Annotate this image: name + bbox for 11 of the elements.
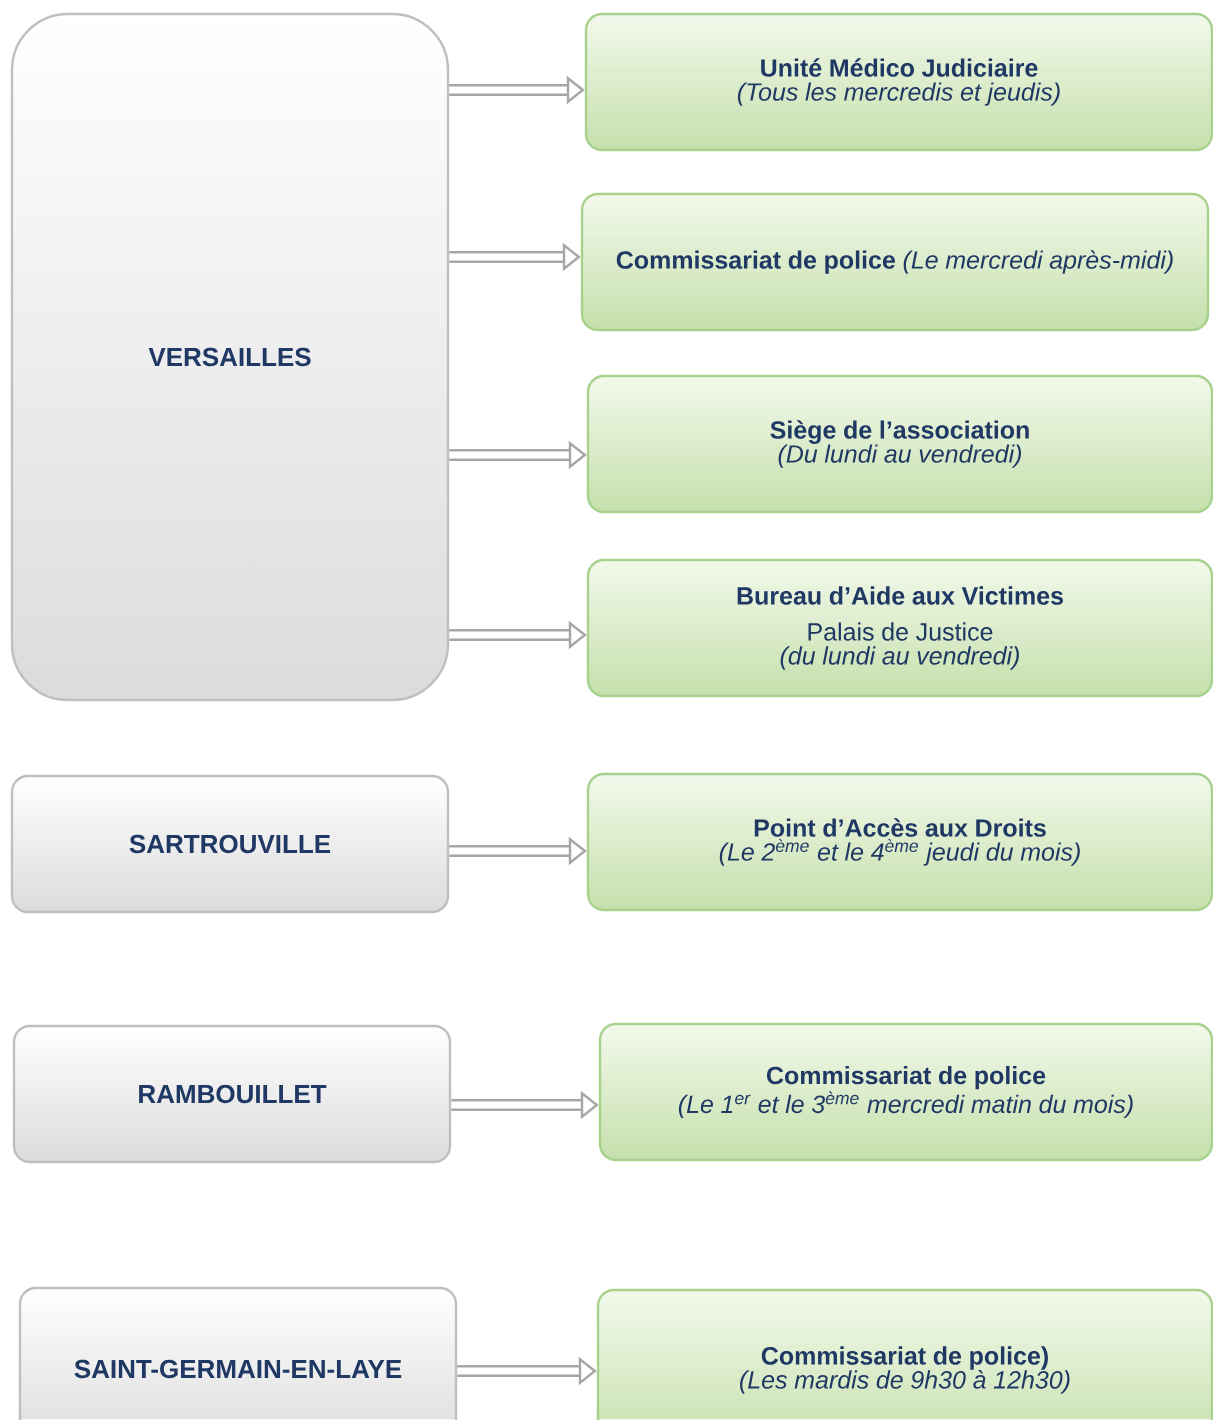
location-box: Commissariat de police) (Les mardis de 9h30 à 12h30) (596, 1288, 1213, 1420)
location-box: Unité Médico Judiciaire (Tous les mercredis et jeudis) (584, 12, 1213, 152)
city-box: SAINT-GERMAIN-EN-LAYE (18, 1286, 458, 1420)
location-box: Siège de l’association (Du lundi au vendredi) (586, 374, 1213, 514)
city-box: VERSAILLES (10, 12, 450, 702)
city-box: RAMBOUILLET (12, 1024, 452, 1164)
location-box: Bureau d’Aide aux Victimes Palais de Justice (du lundi au vendredi) (586, 558, 1213, 698)
city-box: SARTROUVILLE (10, 774, 450, 914)
location-box: Commissariat de police (Le mercredi après-midi) (580, 192, 1210, 332)
location-box: Commissariat de police (Le 1$^{er}$ et le 3$^{ème}$ mercredi matin du mois) (598, 1022, 1213, 1162)
location-box: Point d’Accès aux Droits (Le 2$^{ème}$ et le 4$^{ème}$ jeudi du mois) (586, 772, 1213, 912)
